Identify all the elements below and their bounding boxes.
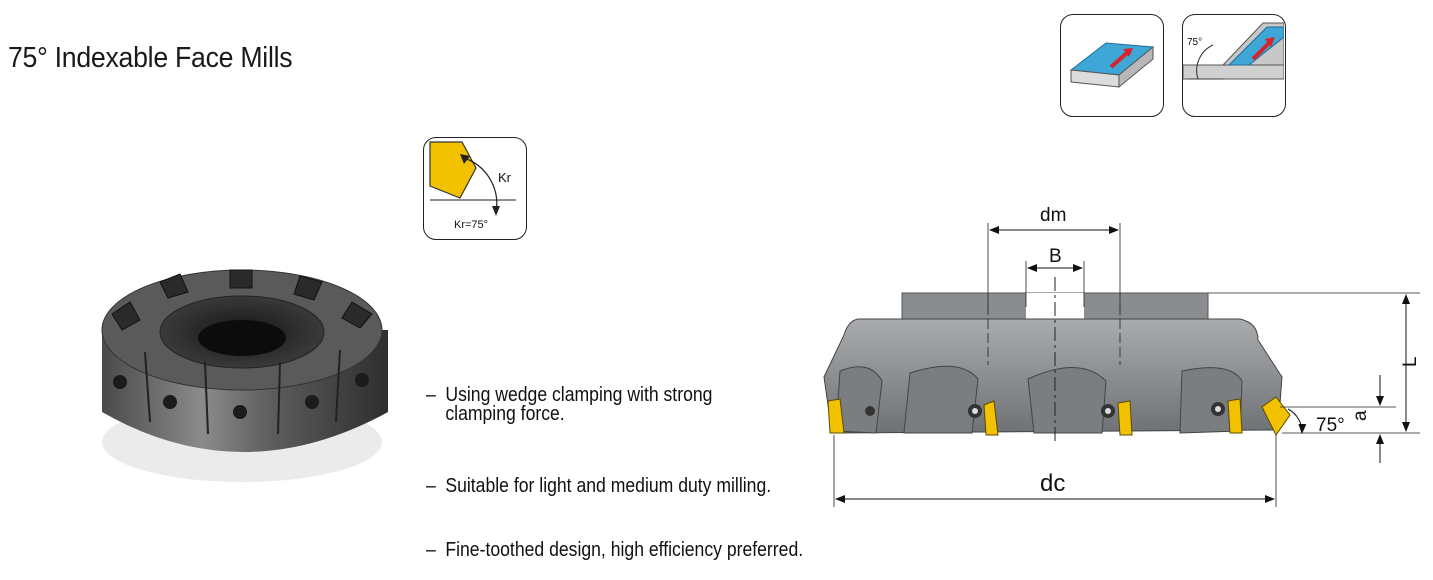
bullet-dash: – [426,539,436,561]
dim-dc-label: dc [1040,470,1065,497]
feature-text-continued: clamping force. [445,403,565,425]
dim-a-label: a [1350,410,1371,421]
angle-label: 75° [1187,37,1202,48]
page-title: 75° Indexable Face Mills [8,42,293,74]
feature-item-2: –Suitable for light and medium duty mill… [426,475,772,497]
feature-text: Fine-toothed design, high efficiency pre… [445,539,804,561]
shoulder-milling-operation-icon: 75° [1182,14,1286,117]
dim-dm-label: dm [1040,205,1066,226]
kr-label: Kr [498,170,512,185]
feature-text: Using wedge clamping with strong [445,384,713,406]
face-milling-operation-icon [1060,14,1164,117]
face-mill-product-image [90,262,395,487]
kr-value-label: Kr=75° [454,219,488,231]
dim-b-label: B [1049,246,1062,267]
feature-text: Suitable for light and medium duty milli… [445,475,772,497]
feature-item-1: –Using wedge clamping with strong clampi… [426,384,713,425]
dim-angle-label: 75° [1316,415,1345,436]
bullet-dash: – [426,384,436,406]
dim-l-label: L [1400,356,1421,367]
kr-angle-icon: Kr Kr=75° [423,137,527,240]
technical-drawing: dm B L a 75° dc [810,195,1430,515]
feature-item-3: –Fine-toothed design, high efficiency pr… [426,539,804,561]
bullet-dash: – [426,475,436,497]
